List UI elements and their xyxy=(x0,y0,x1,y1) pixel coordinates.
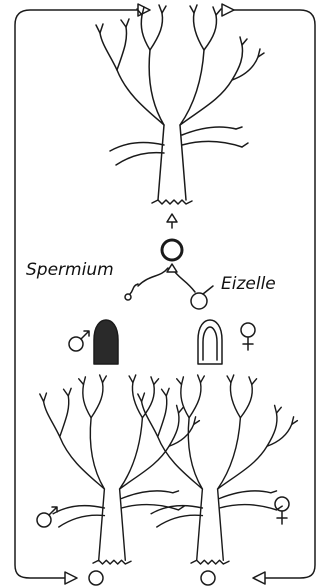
arrow-up-center xyxy=(167,214,177,228)
arrow-bottom-right xyxy=(253,572,265,584)
arrow-bottom-left xyxy=(65,572,77,584)
label-eizelle: Eizelle xyxy=(221,276,276,293)
male-receptacle xyxy=(94,320,118,364)
sperm-cell xyxy=(125,284,138,300)
male-thallus xyxy=(40,375,200,564)
female-symbol-icon xyxy=(241,323,255,350)
top-thallus xyxy=(96,5,264,204)
arrow-top-right xyxy=(222,4,234,16)
egg-cell xyxy=(191,286,213,309)
cycle-frame xyxy=(15,4,315,584)
fusion-arrows xyxy=(138,264,195,292)
female-symbol-icon xyxy=(275,497,289,524)
label-spermium: Spermium xyxy=(26,262,114,279)
spore-right xyxy=(201,571,215,585)
female-receptacle xyxy=(198,320,222,364)
female-thallus xyxy=(138,375,298,564)
spore-left xyxy=(89,571,103,585)
zygote xyxy=(162,240,182,260)
male-symbol-icon xyxy=(69,331,89,351)
male-symbol-icon xyxy=(37,507,57,527)
